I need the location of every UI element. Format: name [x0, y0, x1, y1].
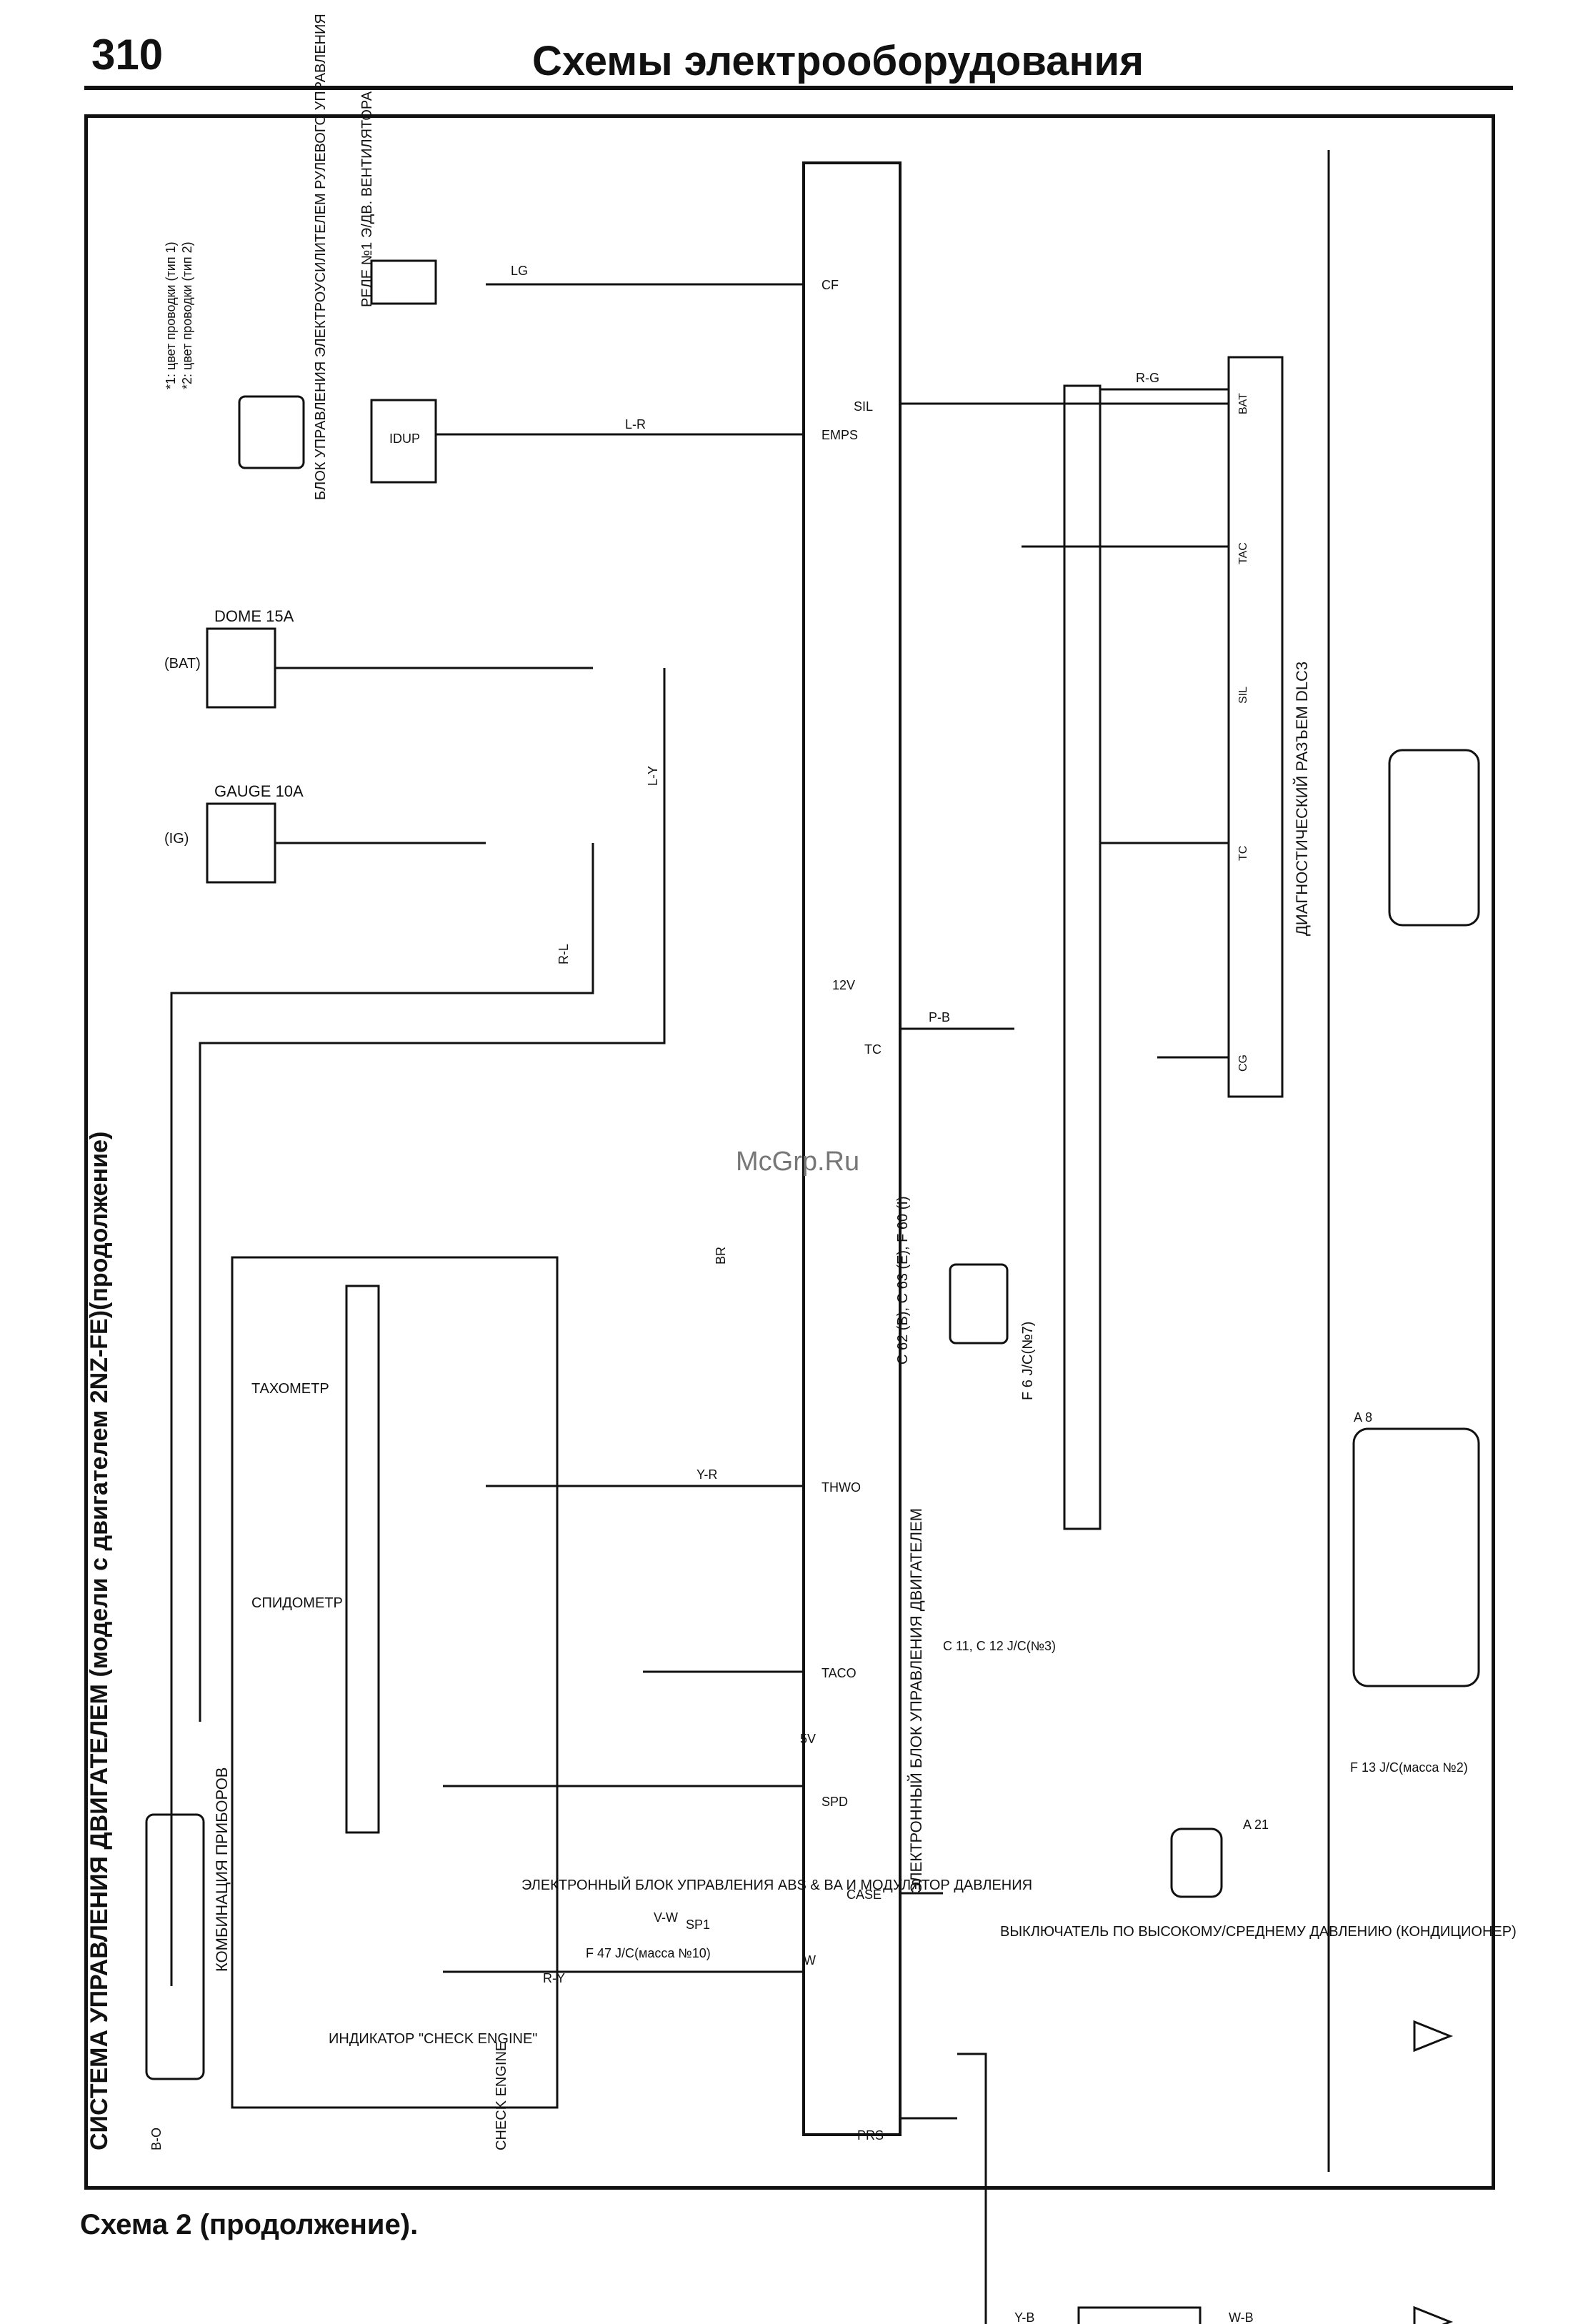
diagram-frame [84, 114, 1495, 2190]
wire-code-ly: L-Y [646, 766, 660, 786]
ecu-pin-emps: EMPS [822, 428, 858, 442]
combination-meter-box [231, 1256, 559, 2109]
page-number: 310 [91, 31, 164, 79]
fuse-dome-label: DOME 15A [214, 607, 294, 625]
relay-fan-box [370, 259, 437, 305]
dlc-pin-bat: BAT [1237, 393, 1249, 414]
eps-pin-label: IDUP [389, 432, 420, 446]
connector-eps-shape [238, 395, 305, 469]
fuse-dome-box [206, 627, 276, 709]
fuse-gauge-box [206, 802, 276, 884]
dlc-pin-cg: CG [1237, 1054, 1249, 1072]
abs-pin-label: SP1 [686, 1917, 710, 1932]
ecu-pin-sil: SIL [854, 399, 873, 414]
dlc3-box [1227, 356, 1284, 1098]
dlc-pin-tc: TC [1237, 846, 1249, 861]
wire-code-br: BR [714, 1247, 728, 1265]
wire-code-lr: L-R [625, 417, 646, 432]
ac-switch-label: ВЫКЛЮЧАТЕЛЬ ПО ВЫСОКОМУ/СРЕДНЕМУ ДАВЛЕНИ… [1000, 1924, 1517, 1940]
wire-code-yr: Y-R [696, 1467, 717, 1482]
ecu-pin-cf: CF [822, 278, 839, 292]
ecu-label: ЭЛЕКТРОННЫЙ БЛОК УПРАВЛЕНИЯ ДВИГАТЕЛЕМ [907, 1508, 925, 1893]
wire-code-rl: R-L [556, 944, 571, 964]
system-title: СИСТЕМА УПРАВЛЕНИЯ ДВИГАТЕЛЕМ (модели с … [86, 1132, 113, 2150]
voltage-5v: 5V [800, 1732, 816, 1746]
relay-fan-label: РЕЛЕ №1 Э/ДВ. ВЕНТИЛЯТОРА [359, 91, 375, 307]
speedometer-label: СПИДОМЕТР [251, 1595, 343, 1611]
wire-code-rg: R-G [1136, 371, 1159, 385]
ground-w [1413, 2305, 1454, 2324]
ecu-bus [802, 161, 902, 2136]
ac-connector-label: A 21 [1243, 1817, 1269, 1832]
jc7-box [1063, 384, 1102, 1530]
ground-a [1413, 2020, 1454, 2053]
note-2: *2: цвет проводки (тип 2) [180, 241, 194, 389]
wire-ac-switch [957, 2053, 987, 2324]
note-1: *1: цвет проводки (тип 1) [164, 241, 178, 389]
wire-code-pb: P-B [929, 1010, 950, 1024]
jc-c11-label: C 11, C 12 J/C(№3) [943, 1639, 1056, 1653]
ecu-pin-tc: TC [864, 1042, 882, 1057]
ecu-pin-taco: TACO [822, 1666, 857, 1680]
header-rule [84, 86, 1513, 90]
wire-code-wb: W-B [1229, 2310, 1254, 2324]
fuse-gauge-label: GAUGE 10A [214, 782, 304, 800]
a8-connector-label: A 8 [1354, 1410, 1372, 1425]
ecu-pin-thwo: THWO [822, 1480, 861, 1495]
voltage-12v: 12V [832, 978, 855, 992]
ac-switch-box [1077, 2306, 1202, 2324]
combo-label: КОМБИНАЦИЯ ПРИБОРОВ [213, 1767, 231, 1972]
indicator-label: ИНДИКАТОР "CHECK ENGINE" [329, 2031, 537, 2047]
wire-ly [199, 668, 666, 1722]
meter-processor [345, 1285, 380, 1834]
connector-dlc3-shape [1388, 749, 1480, 927]
connector-ac-shape [1170, 1827, 1223, 1898]
tachometer-label: ТАХОМЕТР [251, 1381, 329, 1397]
check-engine-label: CHECK ENGINE [494, 2042, 509, 2150]
jc-f13-label: F 13 J/C(масса №2) [1350, 1760, 1468, 1775]
jc-f47-label: F 47 J/C(масса №10) [586, 1946, 711, 1960]
ig-label: (IG) [164, 831, 189, 847]
ecu-pin-spd: SPD [822, 1795, 848, 1809]
ecu-connectors-label: C 62 (B), C 63 (E), F 60 (I) [895, 1196, 911, 1365]
ecu-pin-prs: PRS [857, 2128, 884, 2143]
wire-code-yb: Y-B [1014, 2310, 1034, 2324]
ecu-pin-w: W [804, 1953, 816, 1968]
connector-f14 [145, 1813, 205, 2080]
dlc-pin-sil: SIL [1237, 687, 1249, 704]
dlc3-label: ДИАГНОСТИЧЕСКИЙ РАЗЪЕМ DLC3 [1293, 662, 1311, 936]
bat-label: (BAT) [164, 656, 201, 672]
wire-code-ry: R-Y [543, 1971, 565, 1985]
wire-code-lg: LG [511, 264, 528, 278]
watermark: McGrp.Ru [736, 1147, 860, 1177]
page-title: Схемы электрооборудования [532, 38, 1144, 84]
wire-code-bo: B-O [149, 2128, 164, 2150]
eps-label: БЛОК УПРАВЛЕНИЯ ЭЛЕКТРОУСИЛИТЕЛЕМ РУЛЕВО… [313, 14, 329, 500]
connector-ecu-shape [949, 1263, 1009, 1345]
ecu-pin-case: CASE [847, 1887, 882, 1902]
jc-f6-label: F 6 J/C(№7) [1020, 1322, 1036, 1400]
wire-code-vw: V-W [654, 1910, 678, 1925]
abs-label: ЭЛЕКТРОННЫЙ БЛОК УПРАВЛЕНИЯ ABS & BA И М… [521, 1876, 1032, 1893]
connector-a8 [1352, 1427, 1480, 1687]
dlc-pin-tac: TAC [1237, 542, 1249, 564]
wire-rl [170, 843, 594, 1986]
eps-box [370, 399, 437, 484]
figure-caption: Схема 2 (продолжение). [80, 2209, 419, 2240]
